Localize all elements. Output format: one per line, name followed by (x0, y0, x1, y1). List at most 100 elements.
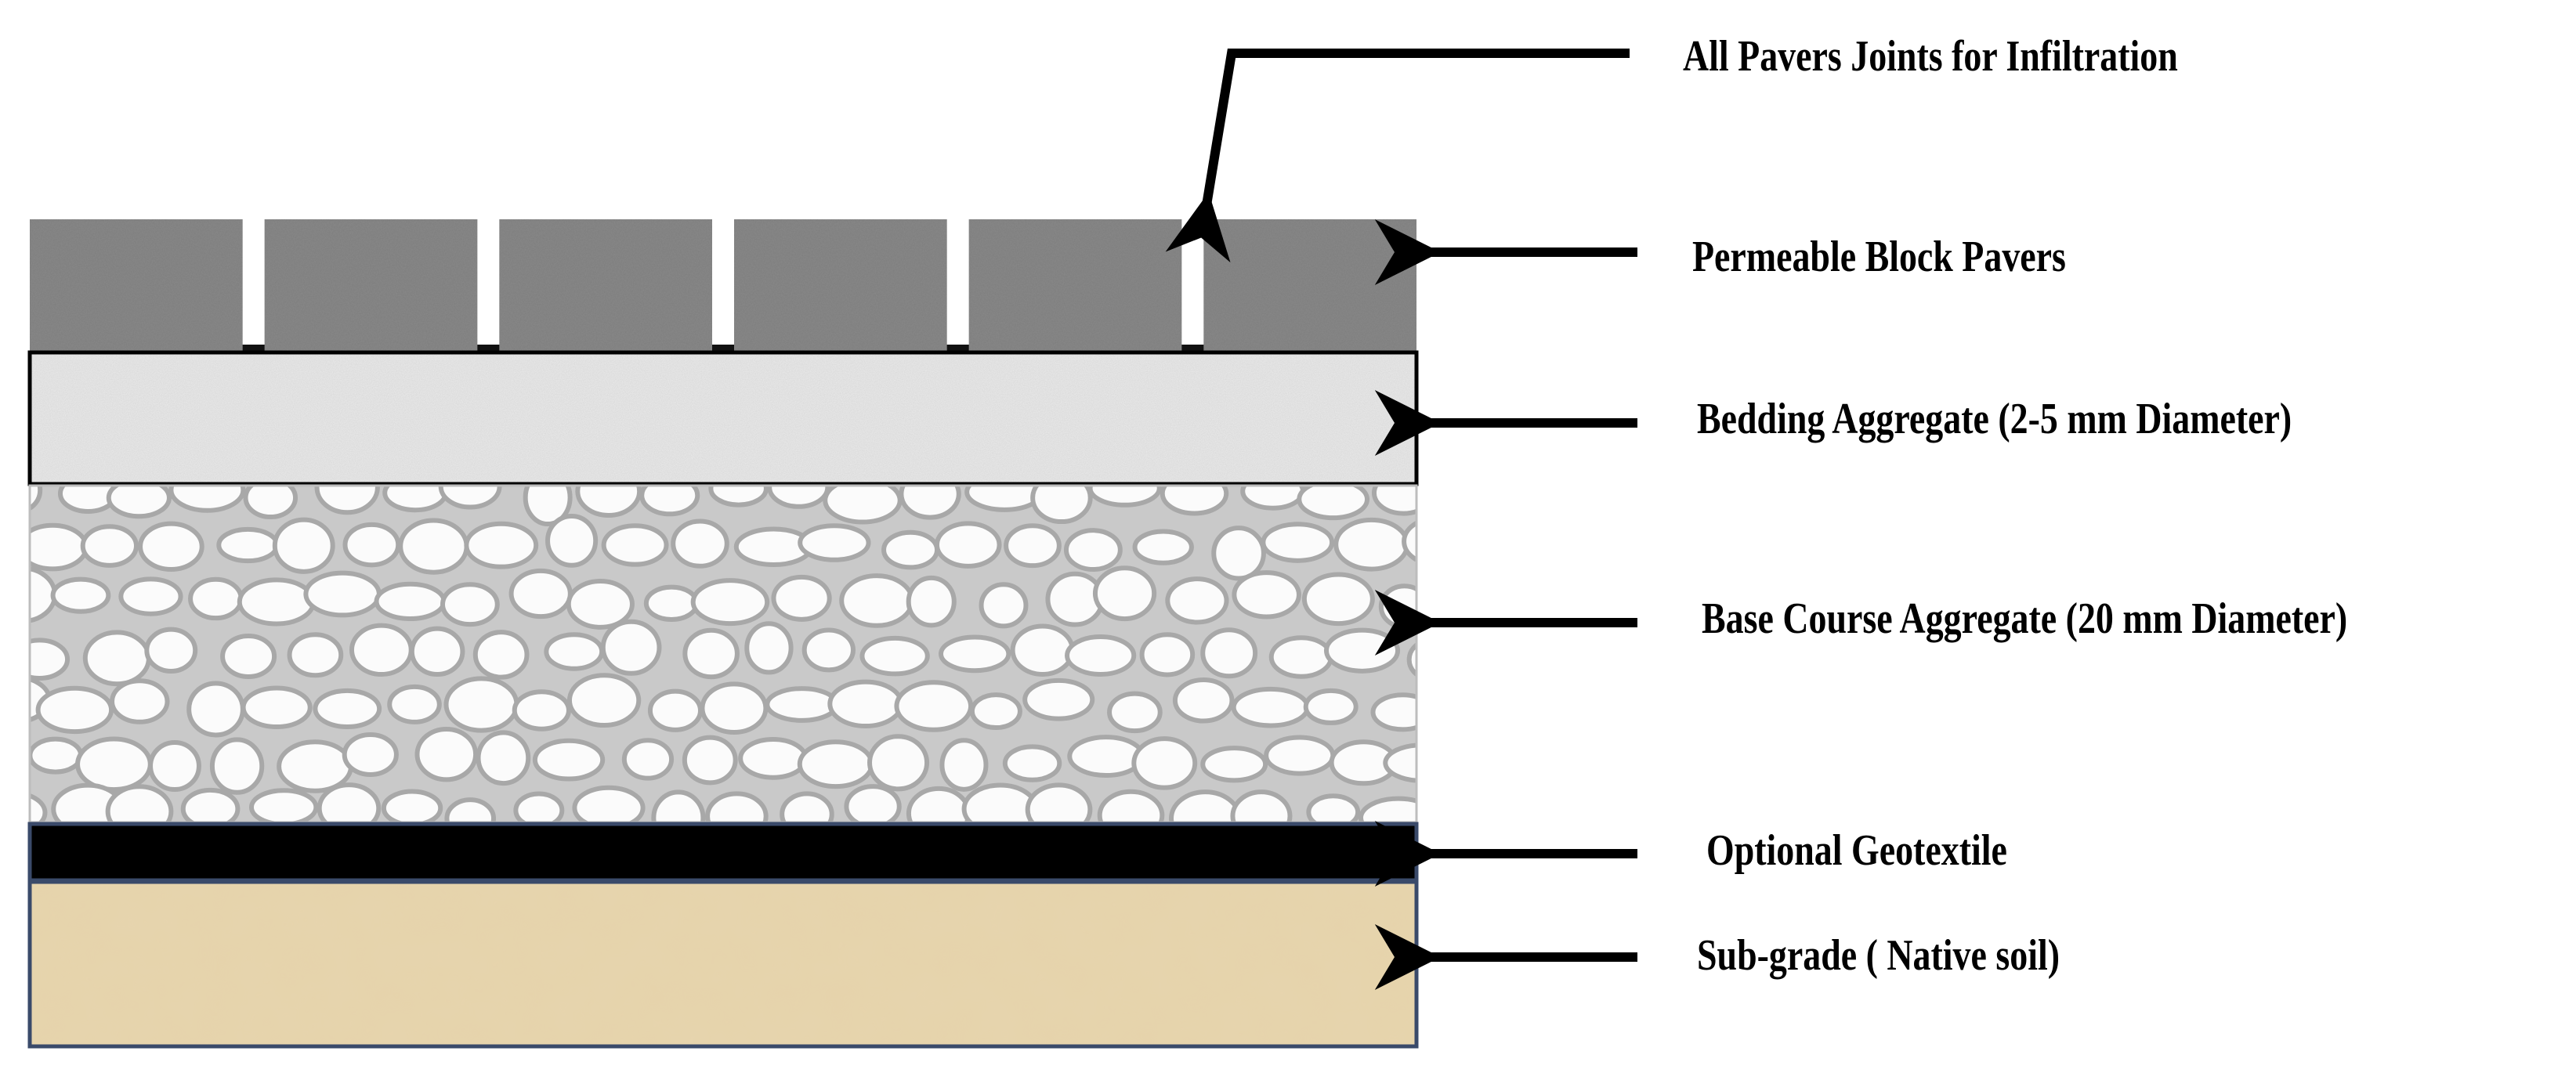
aggregate-stone (1065, 634, 1137, 677)
aggregate-stone (443, 676, 519, 733)
aggregate-stone (1002, 744, 1062, 782)
aggregate-stone (881, 529, 940, 570)
aggregate-stone (744, 621, 794, 675)
aggregate-stone (1264, 735, 1336, 776)
aggregate-stone (1139, 632, 1196, 677)
paver-texture (1203, 219, 1416, 354)
aggregate-stone (601, 523, 669, 567)
aggregate-stone (969, 692, 1022, 731)
aggregate-stone (30, 486, 43, 511)
aggregate-stone (1165, 576, 1229, 625)
aggregate-stone (894, 680, 974, 732)
aggregate-stone (801, 627, 856, 673)
aggregate-stone (839, 573, 915, 628)
aggregate-stone (110, 678, 170, 724)
aggregate-stone (314, 486, 380, 515)
aggregate-stone (512, 689, 571, 732)
aggregate-stone (1025, 782, 1093, 822)
aggregate-stone (708, 486, 769, 508)
aggregate-stone (532, 738, 606, 782)
paver-texture (264, 219, 478, 354)
aggregate-stone (1004, 523, 1062, 569)
aggregate-stone (700, 681, 769, 735)
aggregate-stone (342, 522, 401, 568)
aggregate-stone (1132, 529, 1194, 565)
aggregate-stone (1371, 486, 1416, 516)
aggregate-stone (780, 791, 834, 822)
aggregate-stone (682, 735, 738, 786)
paver-texture (968, 219, 1182, 354)
aggregate-stone (1107, 691, 1163, 734)
aggregate-stone (464, 521, 539, 569)
aggregate-stone (414, 726, 479, 782)
aggregate-stone (1231, 686, 1311, 728)
aggregate-stone (939, 738, 989, 792)
aggregate-stone (682, 627, 740, 680)
base-course-label: Base Course Aggregate (20 mm Diameter) (1702, 594, 2348, 643)
aggregate-stone (1430, 479, 1504, 518)
aggregate-stone (798, 523, 871, 562)
aggregate-stone (313, 688, 382, 729)
aggregate-stone (180, 787, 241, 822)
aggregate-stone (513, 791, 565, 822)
subgrade-layer (27, 880, 1419, 1049)
aggregate-stone (387, 684, 442, 724)
aggregate-stone (1230, 789, 1293, 822)
aggregate-stone (144, 627, 198, 674)
aggregate-stone (1200, 746, 1268, 783)
joints-arrow (1165, 49, 1630, 263)
aggregate-stone (844, 784, 902, 822)
aggregate-stone (765, 686, 839, 723)
arrows (1165, 49, 1637, 990)
aggregate-stone (106, 486, 172, 519)
aggregate-stone (287, 632, 344, 678)
aggregate-stone (1428, 679, 1496, 728)
aggregate-stone (277, 739, 353, 793)
aggregate-stone (545, 513, 599, 568)
aggregate-stone (1063, 528, 1123, 573)
aggregate-stone (1087, 486, 1162, 508)
aggregate-stone (906, 575, 957, 628)
aggregate-stone (148, 740, 201, 793)
aggregate-stone (1306, 793, 1361, 822)
aggregate-stone (797, 739, 874, 789)
aggregate-stone (934, 521, 1002, 569)
aggregate-stone (216, 526, 280, 564)
aggregate-stone (50, 576, 111, 614)
aggregate-stone (30, 736, 84, 775)
paver-texture (30, 219, 243, 354)
aggregate-stone (544, 632, 605, 671)
aggregate-stone (767, 486, 830, 509)
geotextile-label: Optional Geotextile (1706, 826, 2007, 875)
aggregate-stone (35, 685, 114, 735)
aggregate-stone (209, 737, 265, 795)
joints-label: All Pavers Joints for Infiltration (1683, 32, 2178, 81)
aggregate-stone (30, 566, 58, 623)
aggregate-stone (440, 582, 500, 627)
aggregate-stone (220, 633, 277, 679)
aggregate-stone (1092, 565, 1157, 622)
aggregate-stone (771, 574, 832, 622)
aggregate-stone (381, 789, 443, 822)
aggregate-stone (105, 784, 174, 822)
aggregate-stone (1200, 627, 1258, 679)
aggregate-stone (272, 517, 335, 574)
aggregate-stone (575, 486, 642, 518)
paver-texture (499, 219, 712, 354)
geotextile-layer (27, 822, 1419, 883)
aggregate-stone (1268, 635, 1333, 679)
aggregate-stone (643, 584, 700, 622)
aggregate-stone (118, 576, 183, 616)
aggregate-stone (690, 578, 770, 627)
aggregate-stone (317, 782, 382, 822)
aggregate-stone (867, 734, 930, 792)
aggregate-stone (1323, 627, 1401, 674)
aggregate-stone (1378, 583, 1416, 630)
aggregate-stone (1297, 486, 1370, 521)
aggregate-stone (186, 681, 245, 738)
aggregate-stone (621, 738, 675, 781)
paver-texture (734, 219, 947, 354)
aggregate-stone (523, 486, 573, 527)
aggregate-stone (647, 688, 704, 732)
paver-blocks (30, 219, 1416, 354)
